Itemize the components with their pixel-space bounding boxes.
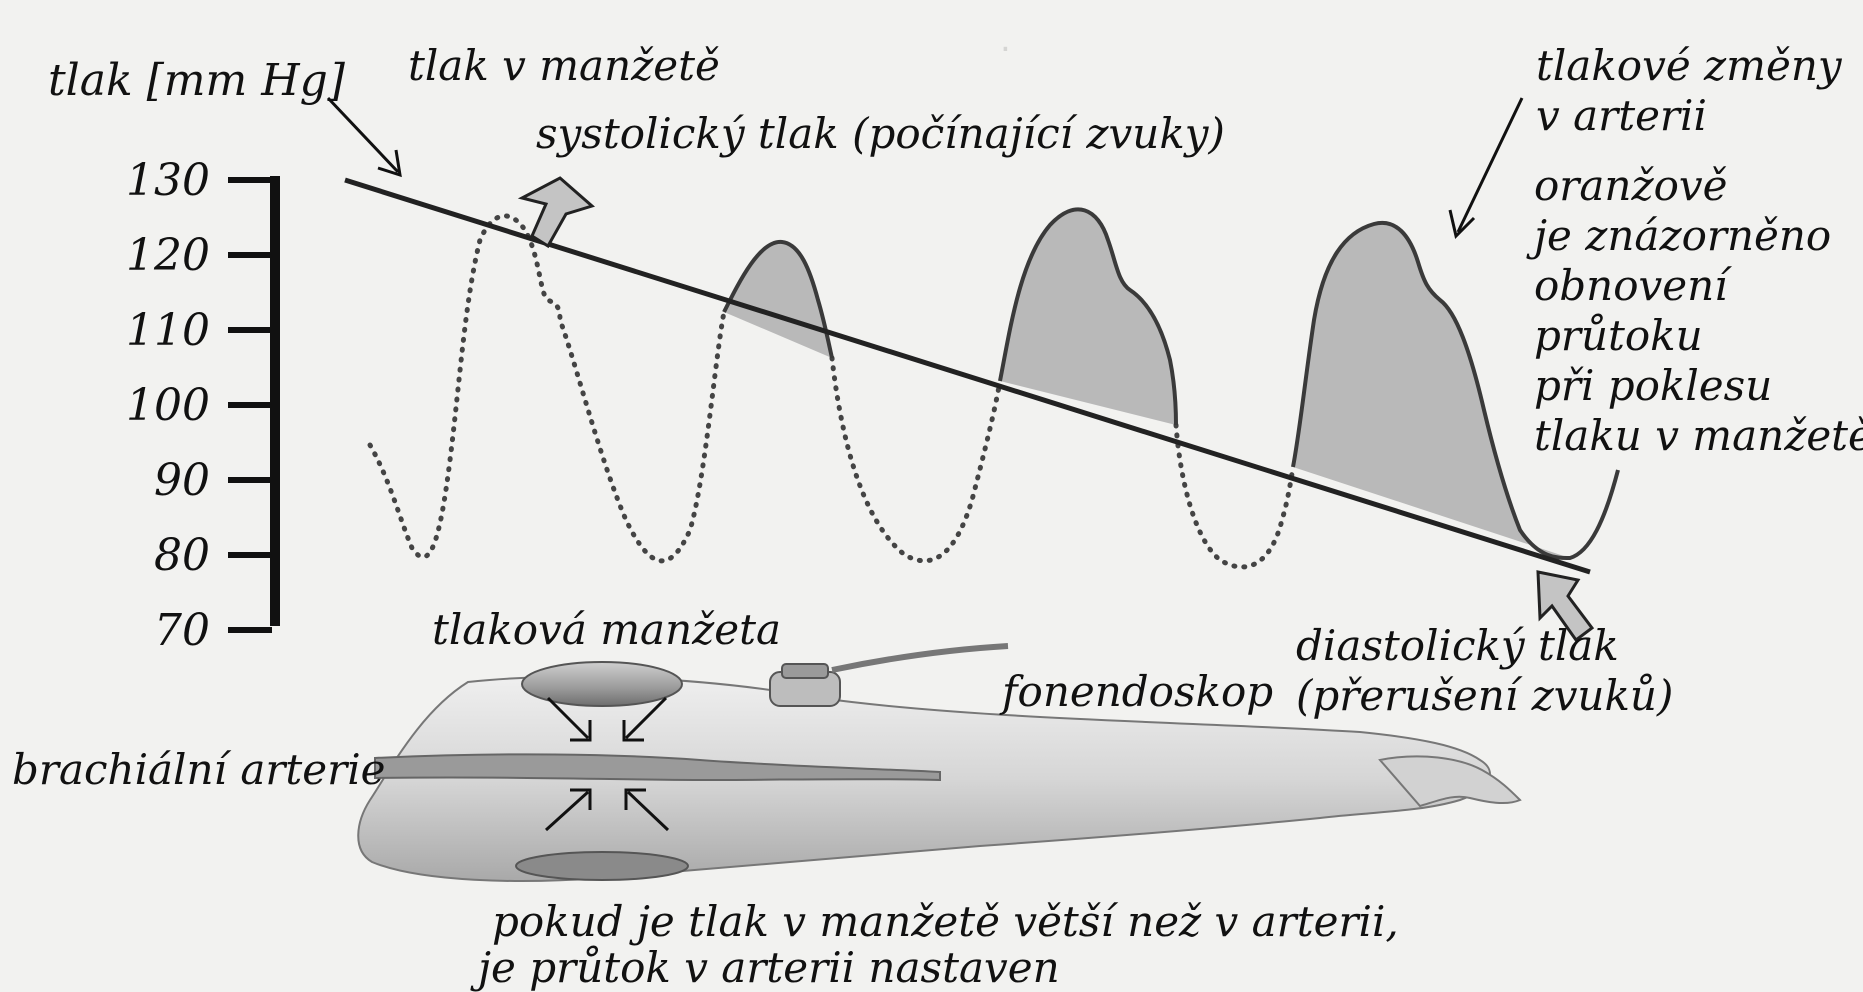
caption-line-2: je průtok v arterii nastaven [478,944,1060,992]
diastolic-label-2: (přerušení zvuků) [1296,672,1673,720]
diastolic-label-1: diastolický tlak [1296,622,1619,670]
y-tick-label: 80 [154,530,210,581]
y-tick-label: 110 [126,305,210,356]
y-tick-label: 120 [126,230,210,281]
cuff-pressure-label: tlak v manžetě [408,42,720,90]
pressure-changes-label-2: v arterii [1536,92,1707,140]
y-axis-bar [270,176,280,626]
orange-note-3: obnovení [1534,262,1728,310]
cuff-label: tlaková manžeta [432,606,781,654]
y-tick-label: 70 [154,605,210,656]
stethoscope-label: fonendoskop [1002,668,1273,716]
shaded-pulse-3 [1293,223,1570,558]
y-tick-label: 90 [154,455,210,506]
cuff-bottom [516,852,688,880]
caption-line-1: pokud je tlak v manžetě větší než v arte… [492,898,1399,946]
y-axis-ticks: 130 120 110 100 90 80 70 [126,155,272,656]
orange-note-1: oranžově [1534,162,1727,210]
systolic-label: systolický tlak (počínající zvuky) [536,110,1225,158]
brachial-artery-label: brachiální arterie [12,746,386,794]
shaded-pulse-1 [724,242,832,358]
stethoscope-head [770,664,840,706]
orange-note-2: je znázorněno [1534,212,1831,260]
orange-note-4: průtoku [1534,312,1703,360]
stethoscope-tube [832,646,1008,670]
cuff-top [522,662,682,706]
y-tick-label: 100 [126,380,210,431]
pressure-changes-label-1: tlakové změny [1536,42,1842,90]
y-tick-label: 130 [126,155,210,206]
systolic-arrow [522,178,592,246]
y-axis-label: tlak [mm Hg] [48,56,345,107]
orange-note-6: tlaku v manžetě [1534,412,1863,460]
orange-note-5: při poklesu [1534,362,1772,410]
